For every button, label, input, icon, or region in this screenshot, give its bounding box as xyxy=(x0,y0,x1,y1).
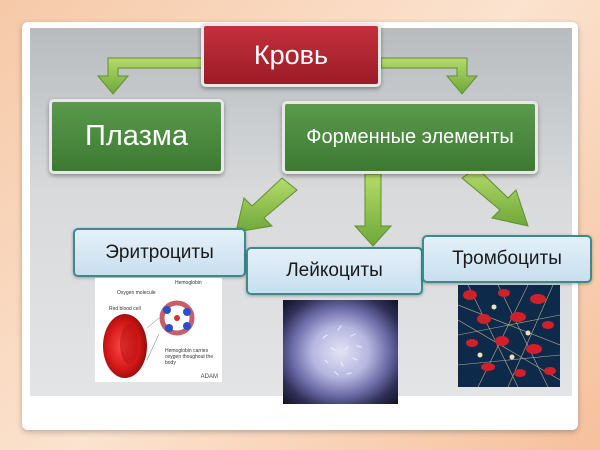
oxygen-label: Oxygen molecule xyxy=(117,290,156,296)
hemoglobin-label: Hemoglobin xyxy=(175,280,202,286)
hemoglobin-cluster xyxy=(159,300,195,336)
node-plasma-label: Плазма xyxy=(85,120,188,152)
node-blood-label: Кровь xyxy=(253,39,329,70)
node-formed-elements-label: Форменные элементы xyxy=(306,126,514,148)
leukocyte-image xyxy=(283,300,398,404)
node-leukocytes: Лейкоциты xyxy=(246,247,423,295)
node-thrombocytes-label: Тромбоциты xyxy=(452,248,562,269)
arrow-formed-to-thrombocytes xyxy=(461,167,529,227)
node-formed-elements: Форменные элементы xyxy=(282,101,538,174)
erythrocyte-image: Hemoglobin Oxygen molecule Red blood cel… xyxy=(95,278,222,382)
arrow-formed-to-leukocytes xyxy=(353,173,393,247)
node-thrombocytes: Тромбоциты xyxy=(422,235,592,283)
arrow-formed-to-erythrocytes xyxy=(235,177,298,233)
node-erythrocytes-label: Эритроциты xyxy=(105,241,214,263)
adam-credit: ADAM xyxy=(200,374,218,380)
arrow-root-to-formed xyxy=(380,57,479,95)
node-plasma: Плазма xyxy=(49,99,224,174)
node-leukocytes-label: Лейкоциты xyxy=(286,260,383,281)
arrow-root-to-plasma xyxy=(96,57,204,95)
thrombocyte-image xyxy=(458,285,560,387)
node-blood: Кровь xyxy=(201,23,381,87)
rbc-label: Red blood cell xyxy=(109,306,141,312)
node-erythrocytes: Эритроциты xyxy=(73,228,246,277)
hemoglobin-caption: Hemoglobin carries oxygen thoughout the … xyxy=(165,348,214,366)
